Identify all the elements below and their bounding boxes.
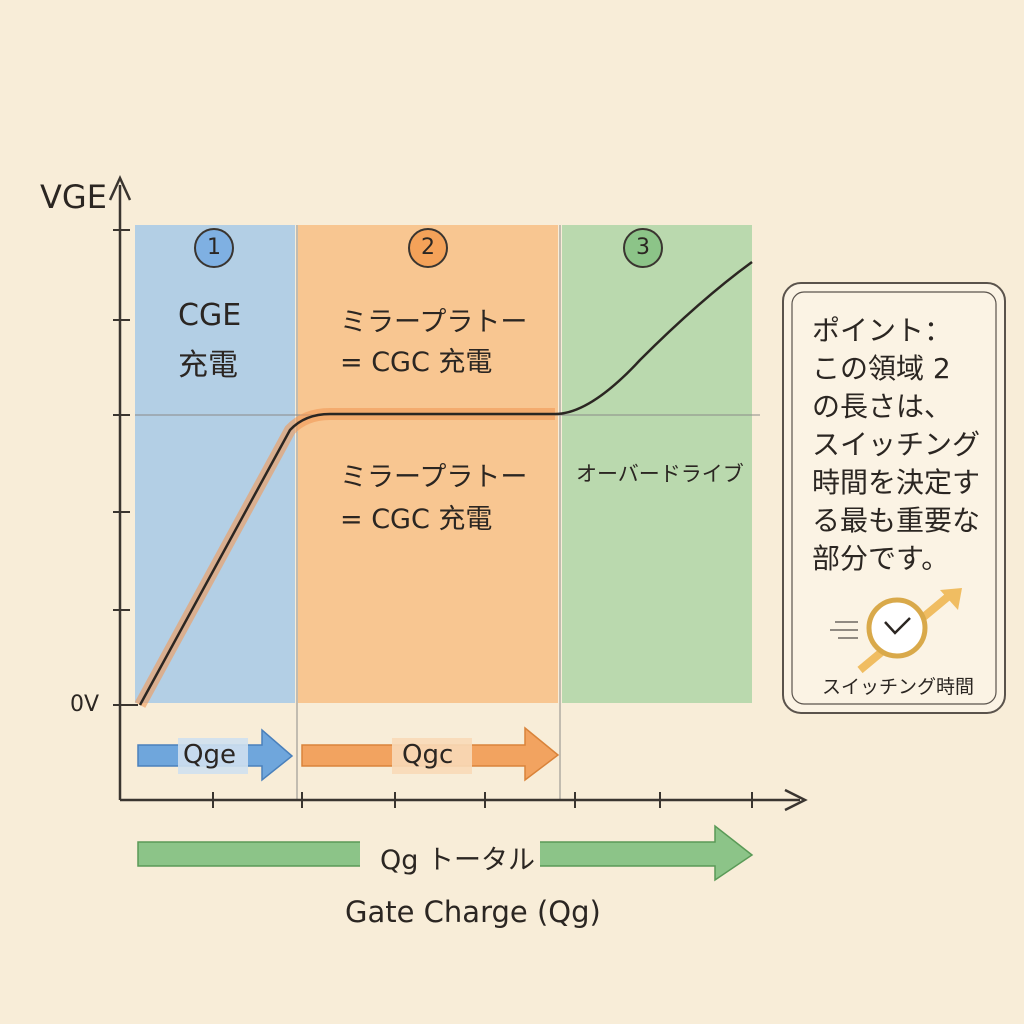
qg-total-label-bg xyxy=(360,836,540,874)
region-1-badge: 1 xyxy=(194,228,234,268)
note-line: る最も重要な xyxy=(812,504,981,537)
note-frame-inner xyxy=(791,291,997,705)
region-2-lower-title: ミラープラトー xyxy=(340,462,528,493)
y-axis-arrowhead xyxy=(108,174,132,201)
region-2-title: ミラープラトー xyxy=(340,307,528,338)
note-line: この領域 2 xyxy=(812,352,951,385)
note-frame xyxy=(782,282,1006,714)
qgc-label: Qgc xyxy=(402,740,454,770)
note-line: 時間を決定す xyxy=(812,466,981,499)
vge-curve xyxy=(138,260,753,706)
note-line: スイッチング xyxy=(812,428,981,461)
clock-caption: スイッチング時間 xyxy=(822,676,975,698)
region-3-shading xyxy=(562,225,752,703)
note-text: ポイント： この領域 2 の長さは、 スイッチング 時間を決定す る最も重要な … xyxy=(812,312,980,578)
axis-ticks xyxy=(113,229,753,808)
note-line: の長さは、 xyxy=(812,390,953,423)
note-line: 部分です。 xyxy=(812,542,950,575)
qge-label-bg xyxy=(178,738,248,774)
region-1-subtitle: 充電 xyxy=(178,348,238,383)
zero-voltage-label: 0V xyxy=(70,692,100,717)
qgc-label-bg xyxy=(392,738,472,774)
region-2-shading xyxy=(298,225,558,703)
region-2-subtitle: = CGC 充電 xyxy=(340,347,493,378)
y-axis-label: VGE xyxy=(40,178,107,216)
region-3-title: オーバードライブ xyxy=(576,462,744,486)
x-axis-label: Gate Charge (Qg) xyxy=(345,895,601,929)
note-line: ポイント： xyxy=(812,314,953,347)
qg-total-label: Qg トータル xyxy=(380,845,535,876)
region-3-badge: 3 xyxy=(623,228,663,268)
region-2-badge: 2 xyxy=(408,228,448,268)
x-axis-arrowhead xyxy=(784,788,808,812)
clock-icon xyxy=(830,588,962,674)
qge-label: Qge xyxy=(183,740,236,770)
region-1-title: CGE xyxy=(178,298,242,333)
region-2-lower-subtitle: = CGC 充電 xyxy=(340,504,493,535)
